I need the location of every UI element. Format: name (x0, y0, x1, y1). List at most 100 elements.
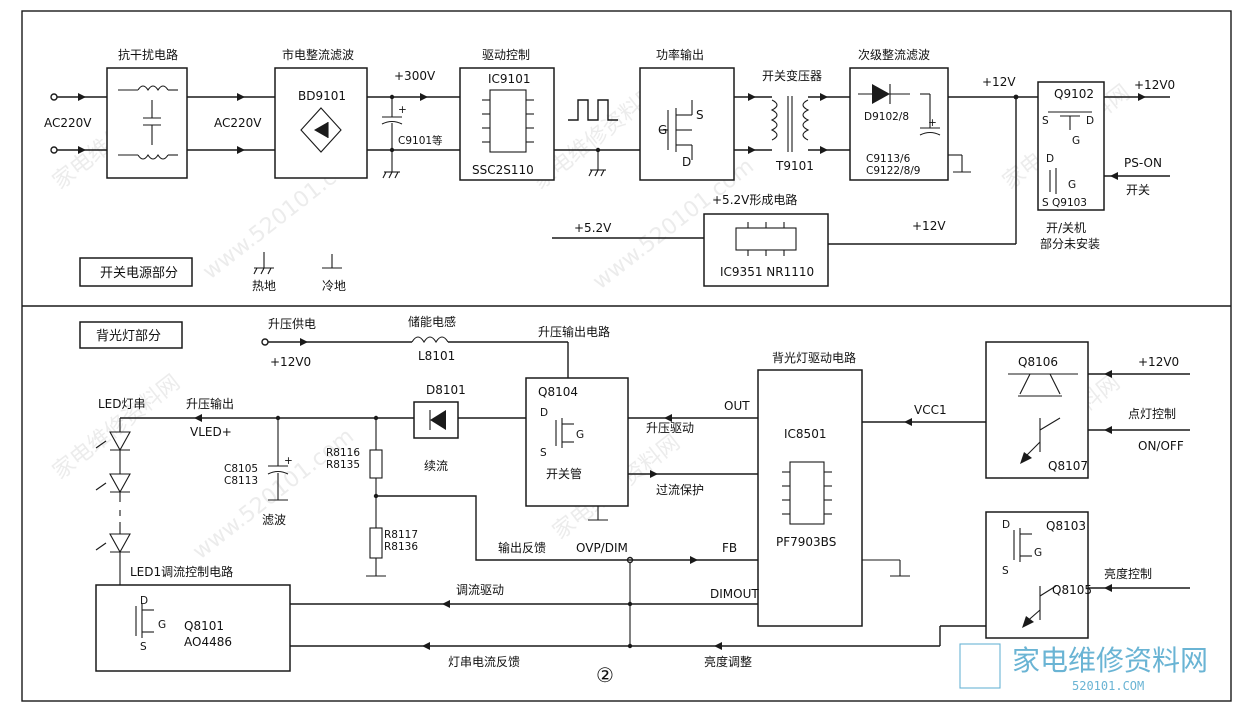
onoff-note-1: 开/关机 (1046, 221, 1086, 235)
q-bot-label: Q9103 (1052, 197, 1087, 209)
emi-filter-box (106, 67, 188, 179)
section-top-label: 开关电源部分 (100, 266, 178, 281)
backlight-driver-box (757, 369, 863, 627)
res-bot-1: R8117 (384, 529, 418, 541)
q8103-d: D (1002, 519, 1010, 531)
watermark-cn-4: 家电维修资料网 (48, 370, 185, 485)
out-label: OUT (724, 399, 750, 413)
page-number: ② (596, 663, 614, 687)
mos-g-pin: G (658, 123, 667, 137)
transformer-title: 开关变压器 (762, 68, 822, 83)
led-ctrl-title: LED1调流控制电路 (130, 564, 233, 579)
driver-ic-part: PF7903BS (776, 535, 836, 549)
v52-label: +5.2V (574, 221, 612, 235)
driver-part-label: SSC2S110 (472, 163, 534, 177)
outer-frame (21, 10, 1232, 702)
driver-ic-title: 背光灯驱动电路 (772, 350, 856, 365)
res-bot-2: R8136 (384, 541, 418, 553)
dimout-label: DIMOUT (710, 587, 759, 601)
q-boost-label: Q8104 (538, 385, 578, 399)
q8106-label: Q8106 (1018, 355, 1058, 369)
res-top-2: R8135 (326, 459, 360, 471)
q-bot-s: S (1042, 197, 1049, 209)
bright-adj-label: 亮度调整 (704, 654, 752, 669)
driver-ic-label: IC9101 (488, 72, 530, 86)
ac-terminal-2 (50, 146, 58, 154)
out12-label: +12V0 (1134, 78, 1175, 92)
q8101-part: AO4486 (184, 635, 232, 649)
driver-box (459, 67, 555, 181)
q8105-label: Q8105 (1052, 583, 1092, 597)
freewheel-label: 续流 (424, 459, 448, 473)
logo-url: 520101.COM (1072, 679, 1144, 693)
caps-label-2: C8113 (224, 475, 258, 487)
secondary-diode-label: D9102/8 (864, 111, 909, 123)
q8101-label: Q8101 (184, 619, 224, 633)
svg-text:+: + (398, 104, 407, 116)
q8101-s: S (140, 641, 147, 653)
bridge-label: BD9101 (298, 89, 346, 103)
boost-supply-label: 升压供电 (268, 317, 316, 331)
watermark-site-3: www.520101.com (188, 424, 359, 565)
vled-label: VLED+ (190, 425, 232, 439)
power-out-box (639, 67, 735, 181)
mos-s-pin: S (696, 108, 704, 122)
hot-ground-label: 热地 (252, 279, 276, 293)
q8101-g: G (158, 619, 166, 631)
dim-drive-label: 调流驱动 (456, 583, 504, 597)
q-boost-g: G (576, 429, 584, 441)
pwm-waveform (568, 99, 618, 121)
logo-text: 家电维修资料网 (1012, 644, 1208, 677)
v52-ic-label: IC9351 NR1110 (720, 265, 814, 279)
svg-text:+: + (928, 117, 937, 129)
v300-label: +300V (394, 69, 436, 83)
q-top-label: Q9102 (1054, 87, 1094, 101)
q8103-s: S (1002, 565, 1009, 577)
boost-switch-box (525, 377, 629, 507)
site-logo: 家电维修资料网 520101.COM (959, 643, 1208, 693)
switch-tube-label: 开关管 (546, 466, 582, 481)
section-top-box (79, 257, 193, 287)
brightness-ctrl-box (985, 511, 1089, 639)
ac-terminal-1 (50, 93, 58, 101)
power-out-title: 功率输出 (656, 47, 704, 62)
v12in-r-label: +12V0 (1138, 355, 1179, 369)
inductor-title: 储能电感 (408, 314, 456, 329)
boost-out-label: 升压输出 (186, 396, 234, 411)
ac-mid-label: AC220V (214, 116, 262, 130)
ps-on-label: PS-ON (1124, 156, 1162, 170)
secondary-caps-1: C9113/6 (866, 153, 911, 165)
vcc1-label: VCC1 (914, 403, 947, 417)
secondary-title: 次级整流滤波 (858, 47, 930, 62)
q-boost-s: S (540, 447, 547, 459)
filter-label: 滤波 (262, 513, 286, 527)
rectifier-box (274, 67, 368, 179)
section-bottom-label: 背光灯部分 (96, 329, 161, 344)
emi-title: 抗干扰电路 (118, 47, 178, 62)
switch-label: 开关 (1126, 183, 1150, 197)
fb-label: FB (722, 541, 737, 555)
ovp-label: OVP/DIM (576, 541, 628, 555)
q8101-d: D (140, 595, 148, 607)
bright-ctrl-label: 亮度控制 (1104, 566, 1152, 581)
led-string-label: LED灯串 (98, 397, 146, 411)
v12-label: +12V (982, 75, 1016, 89)
boost-v12-label: +12V0 (270, 355, 311, 369)
mos-d-pin: D (682, 155, 691, 169)
boost-out-ckt-label: 升压输出电路 (538, 324, 610, 339)
diode-label: D8101 (426, 383, 466, 397)
cap-main-label: C9101等 (398, 134, 443, 147)
q8103-g: G (1034, 547, 1042, 559)
light-ctrl-label: 点灯控制 (1128, 407, 1176, 421)
v52-title: +5.2V形成电路 (712, 192, 797, 207)
q8103-label: Q8103 (1046, 519, 1086, 533)
out-fb-label: 输出反馈 (498, 540, 546, 555)
res-top-1: R8116 (326, 447, 360, 459)
section-bottom-box (79, 321, 183, 349)
transformer-label: T9101 (775, 159, 814, 173)
on-off-label: ON/OFF (1138, 439, 1184, 453)
rectifier-title: 市电整流滤波 (282, 47, 354, 62)
inductor-label: L8101 (418, 349, 455, 363)
